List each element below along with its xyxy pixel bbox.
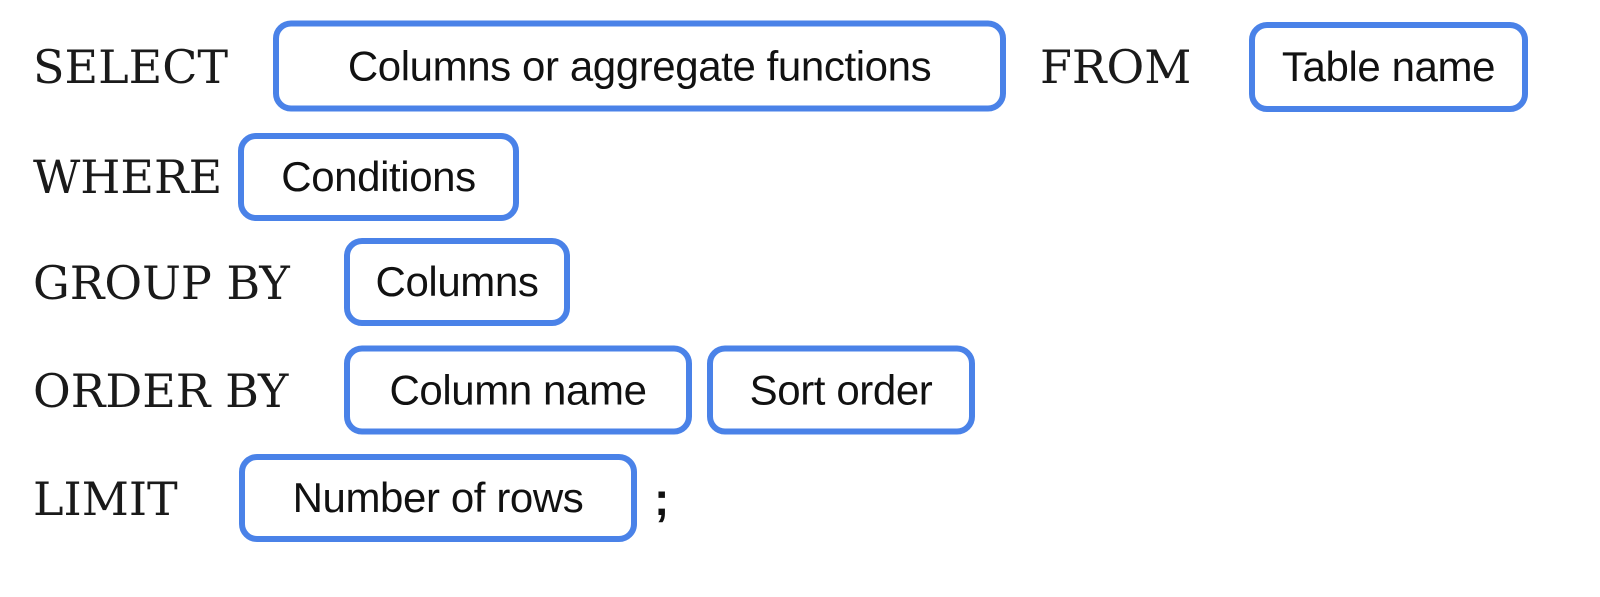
slot-number-of-rows[interactable]: Number of rows — [239, 454, 637, 542]
slot-order-by-column-name[interactable]: Column name — [344, 345, 692, 435]
keyword-select: SELECT — [33, 40, 229, 94]
slot-label: Sort order — [749, 366, 933, 413]
slot-columns-or-aggregate-functions[interactable]: Columns or aggregate functions — [273, 20, 1006, 112]
keyword-group-by: GROUP BY — [33, 256, 290, 310]
slot-label: Number of rows — [292, 474, 584, 521]
slot-label: Columns — [375, 258, 539, 305]
slot-label: Columns or aggregate functions — [347, 42, 932, 89]
slot-label: Table name — [1281, 43, 1496, 90]
slot-conditions[interactable]: Conditions — [238, 133, 519, 221]
keyword-from: FROM — [1040, 40, 1192, 94]
slot-label: Column name — [389, 366, 647, 413]
keyword-where: WHERE — [33, 150, 223, 204]
slot-group-by-columns[interactable]: Columns — [344, 238, 570, 326]
keyword-order-by: ORDER BY — [33, 364, 289, 418]
statement-terminator-semicolon: ; — [654, 473, 670, 525]
slot-sort-order[interactable]: Sort order — [707, 345, 975, 435]
slot-table-name[interactable]: Table name — [1249, 22, 1528, 112]
slot-label: Conditions — [281, 153, 476, 200]
keyword-limit: LIMIT — [33, 472, 178, 526]
